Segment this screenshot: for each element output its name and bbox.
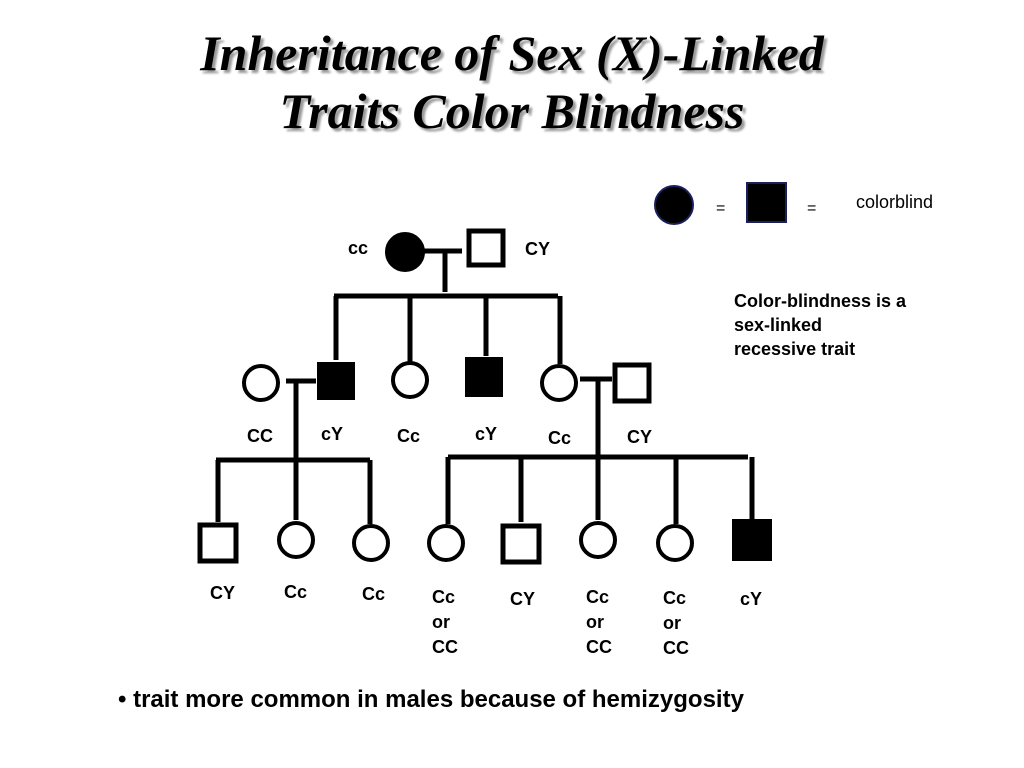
title-line-1: Inheritance of Sex (X)-Linked xyxy=(200,25,824,81)
gen2-spouse-left-genotype: CC xyxy=(247,426,273,446)
gen3-c3-symbol xyxy=(352,524,390,562)
legend-equals-1: = xyxy=(716,200,726,217)
gen3-c8-symbol xyxy=(732,519,772,561)
gen3-c7-genotype-line-2: or xyxy=(663,613,681,633)
trait-note: Color-blindness is a sex-linked recessiv… xyxy=(734,289,974,361)
gen3-c8-genotype: cY xyxy=(740,589,763,609)
gen2-son2-genotype: cY xyxy=(475,424,498,444)
gen2-spouse-right-symbol xyxy=(612,362,652,404)
trait-note-line-3: recessive trait xyxy=(734,339,856,359)
gen3-c7-genotype-line-3: CC xyxy=(663,638,689,658)
gen3-c6-genotype-line-3: CC xyxy=(586,637,612,657)
gen1-mother-symbol xyxy=(385,232,425,272)
gen3-c1-genotype: CY xyxy=(210,583,236,603)
legend-equals-2: = xyxy=(807,200,817,217)
bullet-marker: • xyxy=(118,686,127,713)
gen3-c5-symbol xyxy=(500,523,542,565)
gen2-spouse-right-genotype: CY xyxy=(627,427,653,447)
gen2-son1-genotype: cY xyxy=(321,424,344,444)
gen1-mother-genotype: cc xyxy=(348,238,369,258)
gen3-c4-genotype: Cc or CC xyxy=(432,585,458,660)
legend-female-affected-icon xyxy=(654,185,694,225)
gen2-daughter1-symbol xyxy=(391,361,429,399)
gen1-father-symbol xyxy=(466,228,506,268)
trait-note-line-2: sex-linked xyxy=(734,315,823,335)
legend-label: colorblind xyxy=(856,192,934,212)
gen3-c7-symbol xyxy=(656,524,694,562)
gen2-son1-symbol xyxy=(317,362,355,400)
gen3-c6-symbol xyxy=(579,521,617,559)
gen3-c4-genotype-line-1: Cc xyxy=(432,587,456,607)
gen3-c4-genotype-line-3: CC xyxy=(432,637,458,657)
gen3-c4-genotype-line-2: or xyxy=(432,612,450,632)
gen2-spouse-left-symbol xyxy=(242,364,280,402)
gen2-daughter2-genotype: Cc xyxy=(548,428,572,448)
gen3-c7-genotype: Cc or CC xyxy=(663,586,689,661)
title-line-2: Traits Color Blindness xyxy=(279,83,745,139)
gen3-c1-symbol xyxy=(197,522,239,564)
gen2-son2-symbol xyxy=(465,357,503,397)
gen3-c2-symbol xyxy=(277,521,315,559)
bullet-text: trait more common in males because of he… xyxy=(133,686,744,713)
gen3-c3-genotype: Cc xyxy=(362,584,386,604)
trait-note-line-1: Color-blindness is a xyxy=(734,291,907,311)
gen3-c6-genotype: Cc or CC xyxy=(586,585,612,660)
gen3-c6-genotype-line-1: Cc xyxy=(586,587,610,607)
bullet-point: • trait more common in males because of … xyxy=(118,686,744,714)
gen2-daughter2-symbol xyxy=(540,364,578,402)
gen2-daughter1-genotype: Cc xyxy=(397,426,421,446)
page-title: Inheritance of Sex (X)-Linked Traits Col… xyxy=(0,24,1024,140)
gen3-c5-genotype: CY xyxy=(510,589,536,609)
gen1-father-genotype: CY xyxy=(525,239,551,259)
gen3-c4-symbol xyxy=(427,524,465,562)
gen3-c2-genotype: Cc xyxy=(284,582,308,602)
legend-male-affected-icon xyxy=(746,182,787,223)
gen3-c7-genotype-line-1: Cc xyxy=(663,588,687,608)
gen3-c6-genotype-line-2: or xyxy=(586,612,604,632)
